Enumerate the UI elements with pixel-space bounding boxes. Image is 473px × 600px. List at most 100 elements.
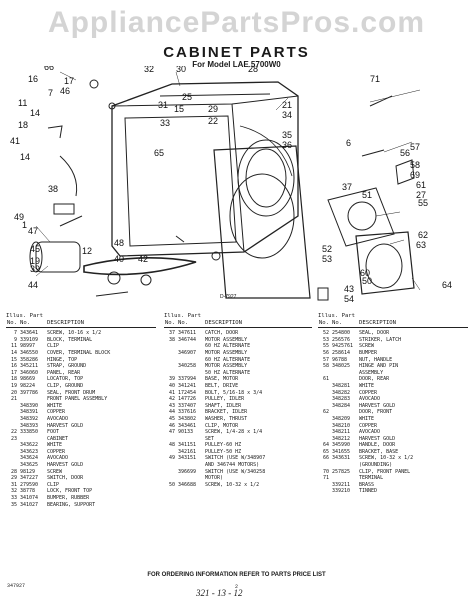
illus-no: 40 xyxy=(168,382,175,389)
svg-text:15: 15 xyxy=(174,104,184,114)
illus-no: 29 xyxy=(10,475,17,482)
part-description: HINGE AND PIN xyxy=(359,363,399,370)
part-description: HANDLE, DOOR xyxy=(359,442,396,449)
part-description: SCREW, 10-32 x 1/2 xyxy=(205,481,260,488)
part-no: 343622 xyxy=(20,442,39,449)
part-description: MOTOR ASSEMBLY xyxy=(205,363,248,370)
part-description: STRAP, GROUND xyxy=(47,363,87,370)
svg-text:18: 18 xyxy=(18,120,28,130)
part-description: LOCATOR, TOP xyxy=(47,376,84,383)
handwritten-note: 321 - 13 - 12 xyxy=(196,588,243,598)
part-row: SET xyxy=(164,436,312,443)
part-no: 96788 xyxy=(332,356,348,363)
part-description: WHITE xyxy=(47,442,63,449)
illus-no: 66 xyxy=(322,455,329,462)
front-panel xyxy=(213,145,311,299)
svg-text:17: 17 xyxy=(64,76,74,86)
part-description: HARVEST GOLD xyxy=(47,462,84,469)
svg-text:42: 42 xyxy=(138,254,148,264)
part-no: 341241 xyxy=(178,382,197,389)
part-no: 341151 xyxy=(178,442,197,449)
part-no: 343623 xyxy=(20,448,39,455)
illus-no: 37 xyxy=(168,330,175,337)
illus-no: 44 xyxy=(168,409,175,416)
part-no: 348393 xyxy=(20,422,39,429)
model-subtitle: For Model LAE 5700W0 xyxy=(192,60,281,69)
cabinet-body xyxy=(111,81,299,257)
part-description: WHITE xyxy=(359,382,375,389)
part-no: 343631 xyxy=(332,455,351,462)
illus-no: 35 xyxy=(10,501,17,508)
part-no: 348284 xyxy=(332,402,351,409)
part-no: 348283 xyxy=(332,396,351,403)
illus-no: 43 xyxy=(168,402,175,409)
svg-text:41: 41 xyxy=(10,136,20,146)
part-no: 347611 xyxy=(178,330,197,337)
part-description: SEAL, FRONT DRUM xyxy=(47,389,96,396)
part-no: 358286 xyxy=(20,356,39,363)
svg-text:40: 40 xyxy=(114,254,124,264)
illus-no: 61 xyxy=(322,376,329,383)
part-no: 348391 xyxy=(20,409,39,416)
part-description: MOTOR ASSEMBLY xyxy=(205,349,248,356)
part-description: WHITE xyxy=(47,402,63,409)
svg-text:1: 1 xyxy=(22,220,27,230)
part-description: BUMPER, RUBBER xyxy=(47,495,90,502)
svg-text:69: 69 xyxy=(410,170,420,180)
part-description: NUT, HANDLE xyxy=(359,356,393,363)
part-description: SCREW, 10-32 x 1/2 xyxy=(359,455,414,462)
part-no: 348210 xyxy=(332,422,351,429)
svg-text:47: 47 xyxy=(28,226,38,236)
part-no: 348392 xyxy=(20,415,39,422)
part-no: 346060 xyxy=(20,369,39,376)
part-description: COVER, TERMINAL BLOCK xyxy=(47,349,111,356)
illus-no: 20 xyxy=(10,389,17,396)
part-description: BASE, MOTOR xyxy=(205,376,239,383)
part-description: HARVEST GOLD xyxy=(47,422,84,429)
part-no: 396699 xyxy=(178,468,197,475)
svg-text:66: 66 xyxy=(44,66,54,72)
part-description: SCREW, 1/4-28 x 1/4 xyxy=(205,429,263,436)
part-no: 257825 xyxy=(332,468,351,475)
svg-text:61: 61 xyxy=(416,180,426,190)
page-title: CABINET PARTS xyxy=(163,44,310,61)
part-description: PULLEY-50 HZ xyxy=(205,448,242,455)
part-description: DOOR, REAR xyxy=(359,376,390,383)
part-row: AND 346744 MOTORS) xyxy=(164,462,312,469)
motor-assembly xyxy=(29,203,83,273)
part-no: 341027 xyxy=(20,501,39,508)
illus-no: 15 xyxy=(10,356,17,363)
part-no: 341074 xyxy=(20,495,39,502)
part-no: 337407 xyxy=(178,402,197,409)
part-row: 348393 HARVEST GOLD xyxy=(6,423,156,430)
part-no: 348282 xyxy=(332,389,351,396)
illus-no: 53 xyxy=(322,336,329,343)
part-no: 339210 xyxy=(332,488,351,495)
part-description: TERMINAL xyxy=(359,475,384,482)
svg-text:43: 43 xyxy=(344,284,354,294)
svg-text:53: 53 xyxy=(322,254,332,264)
svg-text:19: 19 xyxy=(30,256,40,266)
illus-no: 46 xyxy=(168,422,175,429)
exploded-parts-diagram: 66 30 32 16 17 28 71 7 46 11 14 34 21 25… xyxy=(10,66,452,304)
part-description: BELT, DRIVE xyxy=(205,382,239,389)
part-description: BEARING, SUPPORT xyxy=(47,501,96,508)
illus-no: 7 xyxy=(13,330,17,337)
